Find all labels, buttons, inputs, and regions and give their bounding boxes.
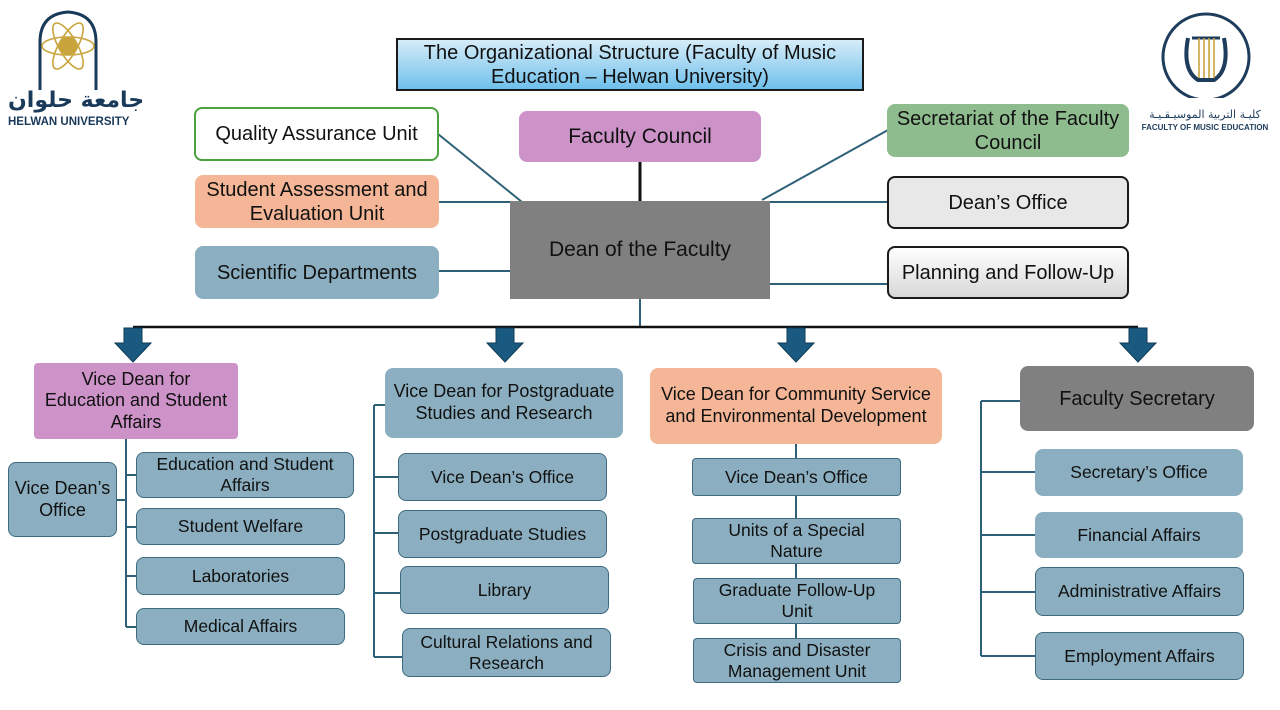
down-arrow bbox=[485, 327, 525, 363]
faculty-of-music-logo: كليـة التربية الموسيـقـيـة FACULTY OF MU… bbox=[1140, 8, 1270, 136]
connector bbox=[437, 133, 523, 203]
chart-title: The Organizational Structure (Faculty of… bbox=[396, 38, 864, 91]
library-box: Library bbox=[400, 566, 609, 614]
faculty-council-box: Faculty Council bbox=[519, 111, 761, 162]
music-faculty-english-name: FACULTY OF MUSIC EDUCATION bbox=[1141, 123, 1269, 132]
pg-vice-deans-office-box: Vice Dean’s Office bbox=[398, 453, 607, 501]
down-arrow bbox=[1118, 327, 1158, 363]
planning-follow-up-box: Planning and Follow-Up bbox=[887, 246, 1129, 299]
lyre-emblem-icon bbox=[1161, 12, 1251, 98]
secretariat-council-box: Secretariat of the Faculty Council bbox=[887, 104, 1129, 157]
administrative-affairs-box: Administrative Affairs bbox=[1035, 567, 1244, 616]
education-student-affairs-box: Education and Student Affairs bbox=[136, 452, 354, 498]
dean-box: Dean of the Faculty bbox=[510, 201, 770, 299]
music-faculty-arabic-name: كليـة التربية الموسيـقـيـة bbox=[1149, 108, 1261, 121]
vice-deans-office-box: Vice Dean’s Office bbox=[8, 462, 117, 537]
deans-office-box: Dean’s Office bbox=[887, 176, 1129, 229]
cs-vice-deans-office-box: Vice Dean’s Office bbox=[692, 458, 901, 496]
scientific-departments-box: Scientific Departments bbox=[195, 246, 439, 299]
quality-assurance-unit-box: Quality Assurance Unit bbox=[194, 107, 439, 161]
laboratories-box: Laboratories bbox=[136, 557, 345, 595]
helwan-emblem-icon bbox=[38, 10, 98, 90]
special-nature-units-box: Units of a Special Nature bbox=[692, 518, 901, 564]
financial-affairs-box: Financial Affairs bbox=[1035, 512, 1243, 558]
cultural-relations-box: Cultural Relations and Research bbox=[402, 628, 611, 677]
connector bbox=[761, 129, 889, 201]
helwan-university-logo: جامعة حلوان HELWAN UNIVERSITY bbox=[8, 8, 145, 132]
graduate-follow-up-box: Graduate Follow-Up Unit bbox=[693, 578, 901, 624]
employment-affairs-box: Employment Affairs bbox=[1035, 632, 1244, 680]
crisis-management-box: Crisis and Disaster Management Unit bbox=[693, 638, 901, 683]
down-arrow bbox=[776, 327, 816, 363]
helwan-arabic-name: جامعة حلوان bbox=[8, 88, 145, 113]
vice-dean-education-box: Vice Dean for Education and Student Affa… bbox=[34, 363, 238, 439]
vice-dean-community-box: Vice Dean for Community Service and Envi… bbox=[650, 368, 942, 444]
student-welfare-box: Student Welfare bbox=[136, 508, 345, 545]
medical-affairs-box: Medical Affairs bbox=[136, 608, 345, 645]
student-assessment-unit-box: Student Assessment and Evaluation Unit bbox=[195, 175, 439, 228]
secretarys-office-box: Secretary’s Office bbox=[1035, 449, 1243, 496]
faculty-secretary-box: Faculty Secretary bbox=[1020, 366, 1254, 431]
helwan-english-name: HELWAN UNIVERSITY bbox=[8, 116, 130, 128]
postgraduate-studies-box: Postgraduate Studies bbox=[398, 510, 607, 558]
vice-dean-postgraduate-box: Vice Dean for Postgraduate Studies and R… bbox=[385, 368, 623, 438]
down-arrow bbox=[113, 327, 153, 363]
